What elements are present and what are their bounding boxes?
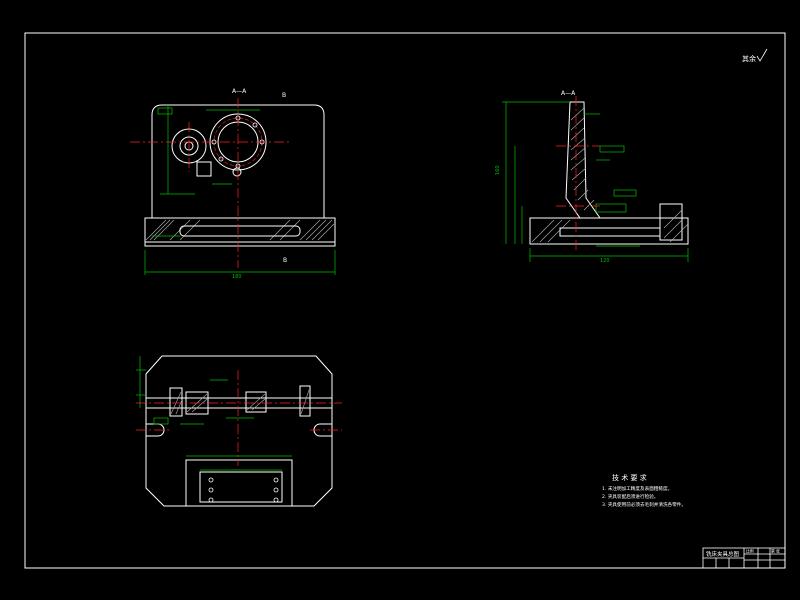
title-block (702, 547, 786, 569)
title-block-scale: 比例 (746, 549, 754, 554)
plan-boss-left (169, 387, 183, 417)
side-section-label: A—A (561, 90, 576, 97)
tech-req-item-3: 3. 夹具使用前必须去毛刺并清洗各零件。 (602, 501, 686, 508)
plan-hatch (170, 389, 310, 415)
side-length-dim: 120 (600, 258, 610, 264)
roughness-symbol (756, 48, 768, 62)
plan-centerlines (136, 370, 342, 466)
front-center-mark-top: B (282, 92, 286, 99)
front-pin-hole (232, 167, 242, 177)
front-base-width-dim: 180 (232, 274, 242, 280)
plan-outline (145, 355, 333, 507)
drawing-border (24, 32, 786, 569)
front-center-mark-bottom: B (283, 257, 287, 264)
side-hatch (531, 107, 689, 243)
side-base-slot (559, 227, 661, 237)
title-block-name: 铣床夹具总图 (706, 550, 740, 558)
front-base-hatch (145, 219, 335, 241)
side-height-dim: 160 (495, 165, 501, 175)
side-clamp-block (659, 203, 683, 241)
front-base-slot (179, 225, 301, 237)
plan-inner-pocket (199, 471, 283, 503)
tech-req-title: 技 术 要 求 (612, 473, 647, 482)
plan-lower-pocket (185, 459, 293, 506)
front-base-lower (144, 241, 336, 247)
tech-req-item-2: 2. 夹具装配后须进行检验。 (602, 493, 658, 500)
front-base-plate (144, 217, 336, 243)
plan-dimensions (136, 356, 292, 471)
front-square-pad (196, 161, 212, 177)
side-base (529, 217, 689, 245)
front-dimensions (144, 105, 336, 275)
side-dimensions (502, 101, 689, 262)
side-centerlines (556, 96, 600, 250)
front-view (144, 104, 336, 247)
plan-view (145, 355, 333, 507)
roughness-note: 其余 (742, 54, 756, 63)
title-block-sheet: 第 张 (771, 549, 780, 554)
tech-req-item-1: 1. 未注明加工精度及表面粗糙度。 (602, 485, 672, 492)
plan-right-block (245, 391, 267, 413)
plan-boss-right (299, 385, 311, 417)
plan-holes (208, 477, 279, 503)
side-view (529, 101, 689, 245)
front-section-label: A—A (232, 88, 247, 95)
front-centerlines (130, 98, 290, 268)
